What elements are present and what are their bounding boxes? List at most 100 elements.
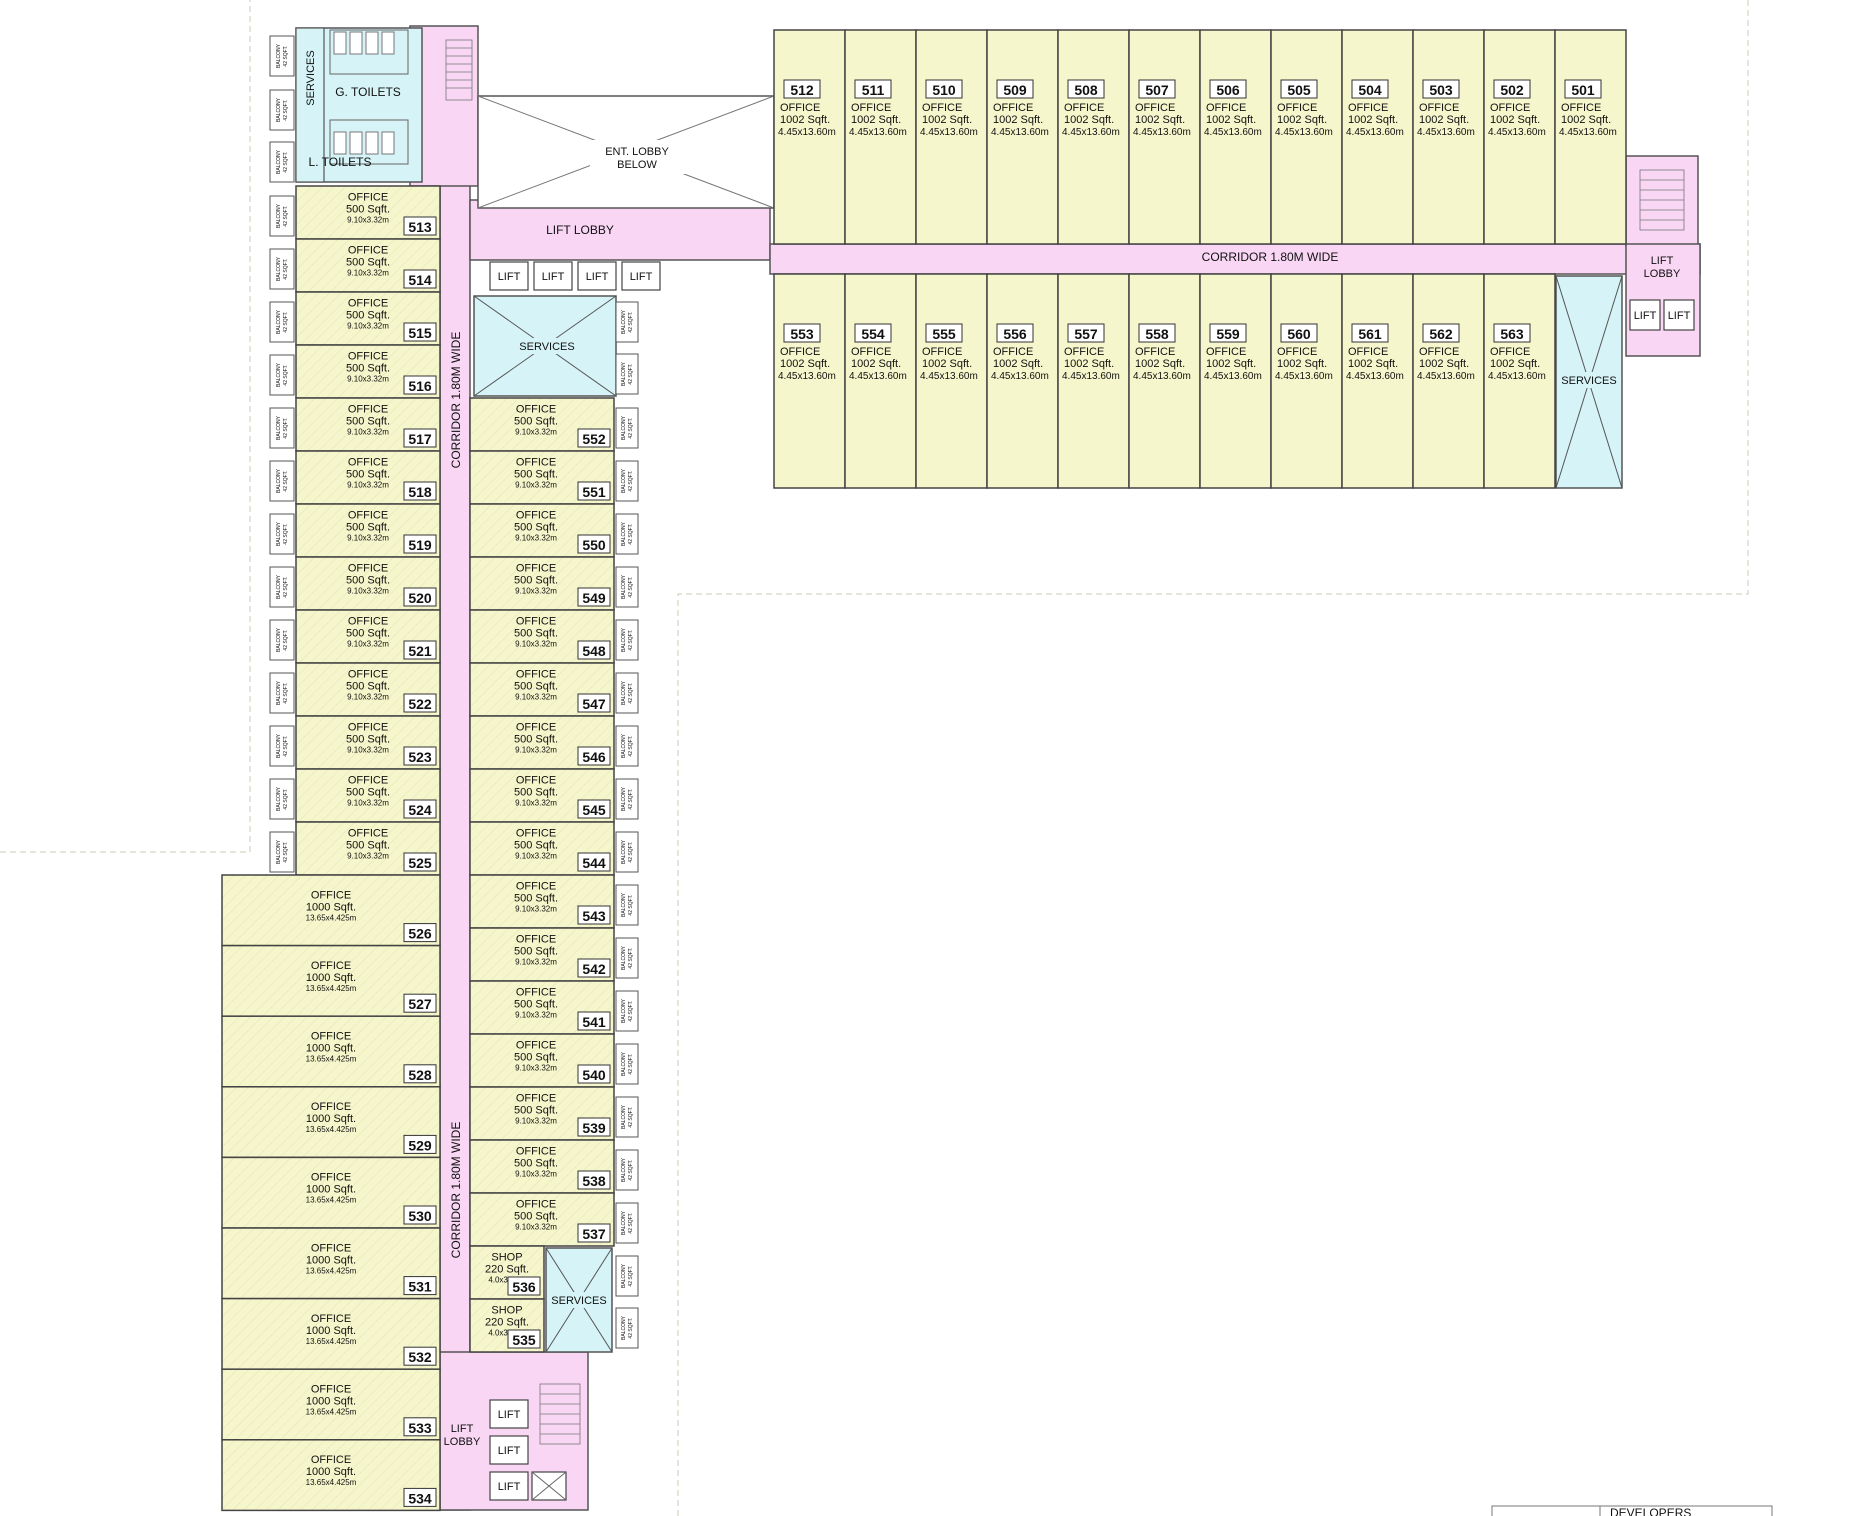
unit-dimensions: 9.10x3.32m [515, 799, 557, 808]
unit-556-outline [986, 273, 1059, 489]
lift-2-label: LIFT [542, 271, 565, 283]
unit-number-box [577, 1170, 611, 1190]
unit-number-box [403, 216, 437, 236]
balcony-label: BALCONY [621, 309, 627, 334]
unit-number: 560 [1287, 326, 1311, 342]
balcony-label: BALCONY [621, 627, 627, 652]
balcony-label: BALCONY [276, 574, 282, 599]
unit-number: 534 [408, 1490, 432, 1506]
l-toilets-label: L. TOILETS [309, 155, 372, 169]
unit-type: OFFICE [311, 1313, 351, 1325]
unit-area: 500 Sqft. [514, 1211, 558, 1223]
unit-number-box [577, 640, 611, 660]
unit-area: 500 Sqft. [514, 681, 558, 693]
unit-type: OFFICE [780, 102, 820, 114]
unit-area: 1002 Sqft. [780, 114, 830, 126]
unit-dimensions: 13.65x4.425m [306, 913, 357, 922]
unit-number-box [403, 269, 437, 289]
unit-number: 520 [408, 590, 432, 606]
unit-area: 500 Sqft. [346, 416, 390, 428]
unit-dimensions: 9.10x3.32m [347, 216, 389, 225]
unit-dimensions: 4.45x13.60m [1417, 127, 1475, 138]
lift-6-label: LIFT [1668, 310, 1691, 322]
balcony-area: 42 SQFT. [628, 735, 634, 756]
unit-type: OFFICE [348, 616, 388, 628]
balcony-area: 42 SQFT. [283, 682, 289, 703]
site-boundary [0, 0, 1749, 1516]
lift-lobby-right-label-1: LIFT [1651, 255, 1674, 267]
unit-area: 500 Sqft. [514, 1158, 558, 1170]
unit-number: 506 [1216, 82, 1240, 98]
unit-number-box [403, 428, 437, 448]
unit-dimensions: 9.10x3.32m [515, 481, 557, 490]
unit-type: OFFICE [348, 245, 388, 257]
